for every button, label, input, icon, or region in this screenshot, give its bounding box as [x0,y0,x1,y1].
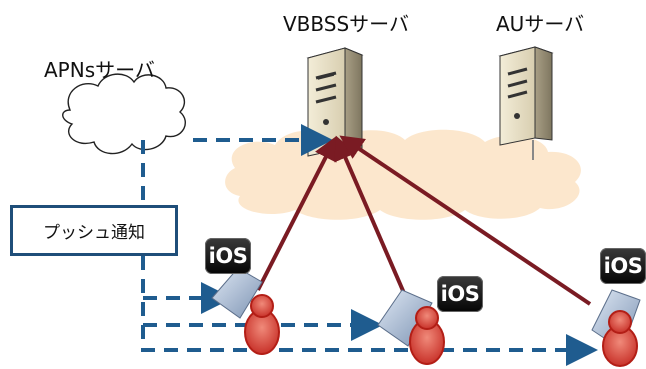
au-server-label: AUサーバ [496,12,585,36]
ios-badge-1: iOS [205,238,251,274]
client-device-3 [591,289,641,367]
vbbss-server-label: VBBSSサーバ [283,12,409,36]
client-device-1 [211,267,280,355]
au-server-icon [498,46,554,160]
ios-badge-3: iOS [600,248,646,284]
ios-badge-2: iOS [437,276,483,312]
client-connection-arrows [256,135,592,306]
apns-server-label: APNsサーバ [44,58,155,82]
push-notification-box: プッシュ通知 [10,205,178,256]
network-cloud [225,129,581,220]
apns-cloud [62,73,186,155]
client-device-2 [377,289,445,365]
